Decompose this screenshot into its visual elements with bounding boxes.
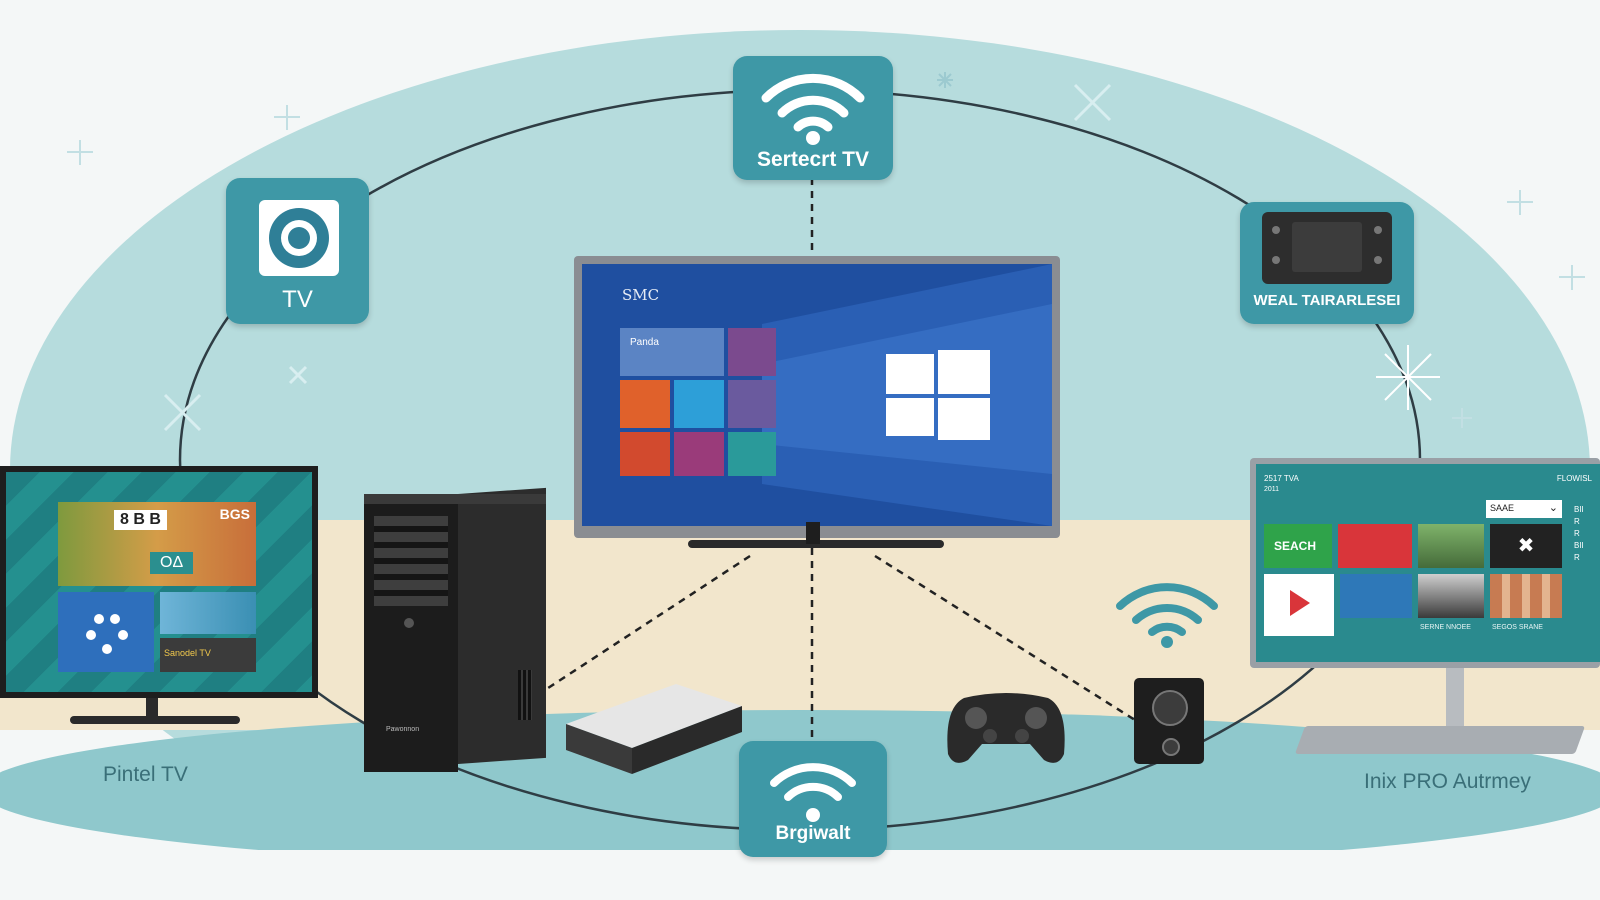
start-tile[interactable] (728, 328, 776, 376)
projector-icon (1262, 212, 1392, 284)
external-drive (566, 684, 742, 774)
right-hub-label: WEAL TAIRARLESEI (1253, 292, 1401, 309)
right-device-hub: WEAL TAIRARLESEI (1240, 202, 1414, 324)
side-text: BIIRRBIIR (1574, 505, 1584, 562)
wifi-icon (770, 763, 856, 822)
media-thumbnail[interactable]: Sanodel TV (160, 638, 256, 672)
media-thumbnail[interactable] (160, 592, 256, 634)
center-tv-stand (688, 540, 944, 548)
drive-bays (374, 516, 448, 606)
right-monitor-base (1294, 726, 1586, 754)
sparkle-icon (1376, 345, 1440, 410)
thumbnail-caption: Sanodel TV (164, 648, 211, 658)
bottom-wifi-hub: Brgiwalt (739, 741, 887, 857)
app-tile[interactable] (1418, 524, 1484, 568)
tile-caption: SEGOS SRANE (1492, 624, 1543, 631)
media-thumbnail[interactable]: 8 B B BGS OΔ (58, 502, 256, 586)
right-monitor-screen: 2517 TVA 2011 FLOWISL SAAE ⌄ SEACH ✖ SER… (1256, 464, 1600, 662)
left-tv-label: Pintel TV (103, 763, 188, 786)
camera-icon (259, 200, 339, 276)
vent-grille (518, 670, 532, 720)
app-tile[interactable] (1340, 574, 1412, 618)
center-tv: SMC Panda (574, 256, 1060, 538)
start-tile-panda[interactable]: Panda (620, 328, 724, 376)
top-hub-label: Sertecrt TV (756, 148, 870, 171)
pc-brand: Pawonnon (386, 726, 420, 733)
dropdown-select[interactable]: SAAE ⌄ (1486, 500, 1562, 518)
power-button[interactable] (404, 618, 414, 628)
start-tile[interactable] (674, 380, 724, 428)
left-hub-label: TV (282, 286, 313, 313)
tile-caption: SERNE NNOEE (1420, 624, 1471, 631)
top-wifi-hub: Sertecrt TV (733, 56, 893, 180)
sparkle-icon (67, 105, 1585, 428)
sparkle-icon (937, 72, 953, 88)
windows-logo-icon (886, 350, 990, 440)
start-tile[interactable] (620, 432, 670, 476)
play-icon[interactable] (1264, 574, 1334, 636)
left-tv: 8 B B BGS OΔ Sanodel TV (0, 466, 318, 698)
wifi-icon (1116, 583, 1218, 648)
right-monitor: 2517 TVA 2011 FLOWISL SAAE ⌄ SEACH ✖ SER… (1250, 458, 1600, 668)
app-tile[interactable] (1490, 574, 1562, 618)
start-tile[interactable] (728, 432, 776, 476)
right-monitor-neck (1446, 668, 1464, 730)
dashed-connections (544, 178, 1136, 740)
thumbnail-text: 8 B B (114, 510, 167, 530)
search-tile[interactable]: SEACH (1264, 524, 1332, 568)
start-tile-label: Panda (630, 337, 659, 348)
bottom-hub-label: Brgiwalt (775, 823, 851, 844)
speaker-icon (1134, 678, 1204, 764)
left-tv-hub: TV (226, 178, 369, 324)
right-monitor-label: Inix PRO Autrmey (1364, 770, 1531, 793)
app-tile-dots[interactable] (58, 592, 154, 672)
start-tile[interactable] (674, 432, 724, 476)
wifi-icon (761, 73, 865, 145)
app-tile[interactable] (1338, 524, 1412, 568)
bottom-strip (0, 850, 1600, 900)
app-tile[interactable] (1418, 574, 1484, 618)
close-icon[interactable]: ✖ (1490, 524, 1562, 568)
sparkle-icon (163, 83, 1112, 432)
start-tile[interactable] (728, 380, 776, 428)
corner-text: SMC (622, 286, 660, 304)
screen-header-left: 2517 TVA (1264, 474, 1299, 483)
screen-header-sub: 2011 (1264, 486, 1280, 493)
screen-header-right: FLOWISL (1556, 474, 1592, 483)
gamepad-icon[interactable] (944, 688, 1068, 768)
chevron-down-icon: ⌄ (1548, 502, 1558, 514)
center-tv-screen: SMC Panda (582, 264, 1052, 526)
dropdown-value: SAAE (1490, 503, 1515, 513)
left-tv-screen: 8 B B BGS OΔ Sanodel TV (6, 472, 312, 692)
pc-tower: Pawonnon (364, 487, 546, 776)
left-tv-stand (70, 716, 240, 724)
thumbnail-badge: BGS (219, 506, 250, 522)
search-tile-label: SEACH (1274, 539, 1317, 553)
center-tv-neck (806, 522, 820, 544)
thumbnail-tile: OΔ (150, 552, 194, 574)
start-tile[interactable] (620, 380, 670, 428)
left-tv-neck (146, 698, 158, 716)
